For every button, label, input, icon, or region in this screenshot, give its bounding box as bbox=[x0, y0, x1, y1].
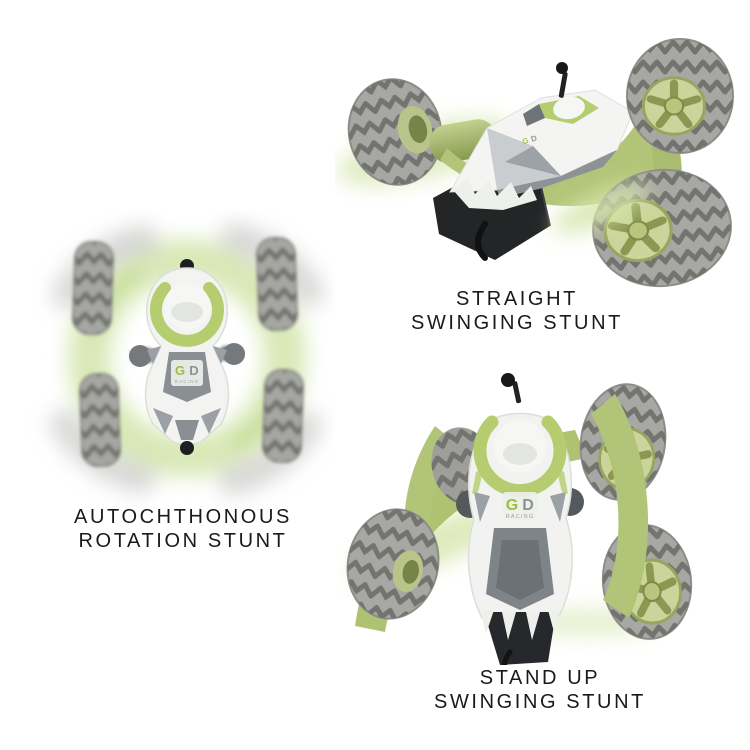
tow-hook bbox=[475, 221, 488, 261]
chassis-base bbox=[484, 612, 556, 665]
cockpit-dome bbox=[553, 96, 585, 120]
wheel-bottom-right bbox=[261, 368, 305, 464]
brand-logo: G D RACING bbox=[175, 363, 200, 384]
car-body-front-view: G D RACING bbox=[456, 373, 584, 665]
svg-text:D: D bbox=[189, 363, 198, 378]
caption-autochthonous-rotation: AUTOCHTHONOUS ROTATION STUNT bbox=[23, 505, 343, 554]
caption-line-1: AUTOCHTHONOUS bbox=[74, 506, 292, 528]
wheel-front-top bbox=[626, 38, 734, 154]
antenna-icon bbox=[501, 373, 522, 404]
wheel-top-left bbox=[71, 240, 115, 336]
car-body-top-view: G D RACING bbox=[144, 259, 230, 455]
car-illustration-rotation: G D RACING bbox=[50, 223, 324, 495]
tow-hook bbox=[502, 649, 513, 665]
svg-text:D: D bbox=[530, 133, 538, 143]
svg-text:G: G bbox=[175, 363, 185, 378]
brand-logo-mini: G D bbox=[521, 133, 538, 146]
green-horseshoe bbox=[150, 282, 224, 347]
caption-stand-up-swinging: STAND UP SWINGING STUNT bbox=[380, 666, 700, 715]
svg-text:G: G bbox=[521, 136, 529, 146]
caption-line-2: SWINGING STUNT bbox=[411, 312, 623, 335]
wheel-lower-left bbox=[346, 508, 440, 620]
svg-text:G: G bbox=[506, 497, 518, 514]
brand-logo: G D RACING bbox=[506, 497, 535, 520]
car-illustration-straight: G D bbox=[337, 38, 734, 288]
green-collar bbox=[473, 415, 567, 498]
caption-line-1: STRAIGHT bbox=[456, 288, 578, 310]
wheel-bottom-left bbox=[78, 372, 122, 468]
caption-line-1: STAND UP bbox=[479, 667, 601, 689]
motion-glow bbox=[553, 182, 649, 234]
wheel-rear-left bbox=[347, 78, 443, 186]
caption-line-2: SWINGING STUNT bbox=[434, 691, 646, 714]
caption-line-2: ROTATION STUNT bbox=[78, 530, 288, 553]
shell-teeth bbox=[480, 610, 560, 640]
car-illustration-standup: G D RACING bbox=[346, 373, 693, 665]
shell-teeth bbox=[453, 178, 537, 210]
svg-text:D: D bbox=[522, 497, 534, 514]
wheel-top-right bbox=[255, 236, 299, 332]
swing-arm-right bbox=[591, 394, 649, 618]
svg-text:RACING: RACING bbox=[506, 514, 535, 520]
caption-straight-swinging: STRAIGHT SWINGING STUNT bbox=[357, 287, 677, 336]
antenna-icon bbox=[556, 62, 568, 98]
svg-text:RACING: RACING bbox=[175, 379, 200, 384]
